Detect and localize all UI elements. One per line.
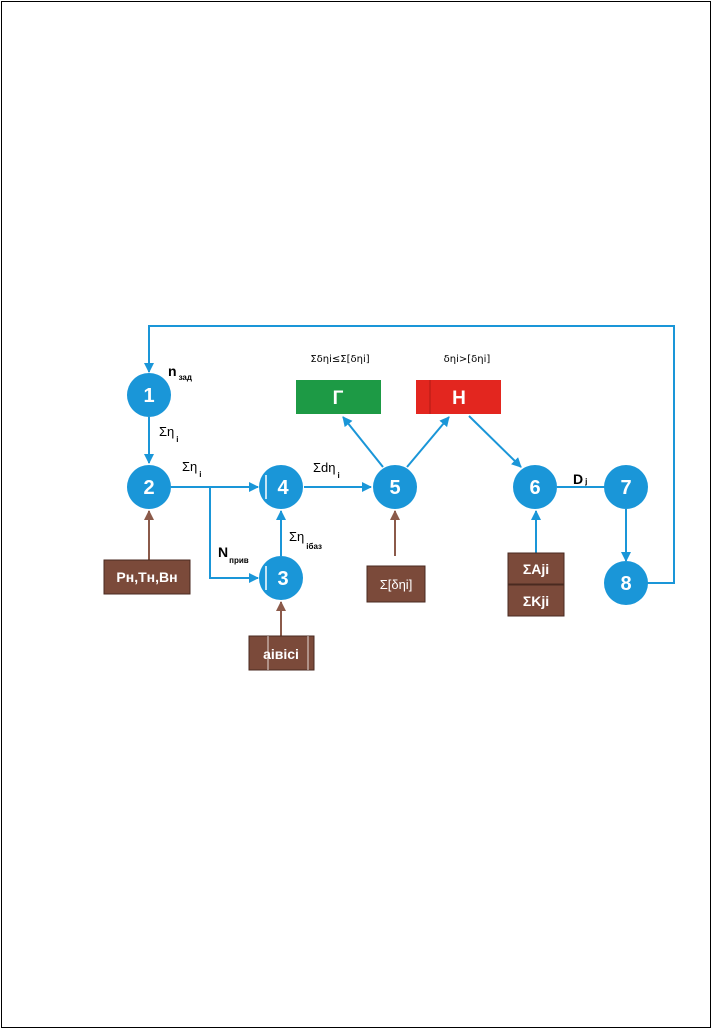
label-sum-d-eta: Σdηi [313,460,340,480]
input-box-node2: Рн,Тн,Вн [103,559,191,595]
node-3: 3 [259,556,303,600]
output-good-box: Г [296,380,381,414]
label-sum-eta-2: Σηi [182,459,202,479]
edge-2-to-3 [209,487,259,583]
input-box-node5: Σ[δηi] [366,565,426,603]
svg-text:1: 1 [143,385,154,407]
node-5: 5 [373,465,417,509]
svg-text:ΣAji: ΣAji [523,561,549,577]
node-8: 8 [604,561,648,605]
svg-text:5: 5 [389,477,400,499]
input-box-node6: ΣAji ΣKji [507,552,565,617]
svg-text:7: 7 [620,477,631,499]
svg-text:ΣKji: ΣKji [523,593,549,609]
node-7: 7 [604,465,648,509]
edge-bad-to-6 [468,415,522,468]
svg-text:6: 6 [529,477,540,499]
svg-text:3: 3 [277,568,288,590]
node-4: 4 [259,465,303,509]
svg-text:2: 2 [143,477,154,499]
label-n-priv: Nприв [218,544,249,565]
label-sum-eta-base: Σηiбаз [289,529,322,551]
svg-text:aiвici: aiвici [263,646,299,662]
svg-text:Г: Г [333,388,344,409]
node-1: 1 [127,373,171,417]
edge-5-to-good [342,416,384,468]
edge-5-to-bad [406,416,450,468]
svg-text:Рн,Тн,Вн: Рн,Тн,Вн [116,569,177,585]
edge-8-to-1 [144,325,675,584]
node-2: 2 [127,465,171,509]
output-bad-box: Н [416,380,501,414]
node-6: 6 [513,465,557,509]
input-box-node3: aiвici [248,635,315,671]
output-bad-condition: δηi>[δηi] [444,354,491,365]
svg-text:Н: Н [452,388,466,409]
svg-text:8: 8 [620,573,631,595]
svg-text:Σ[δηi]: Σ[δηi] [380,577,413,592]
svg-text:4: 4 [277,477,289,499]
output-good-condition: Σδηi≤Σ[δηi] [310,354,369,365]
label-sum-eta-1: Σηi [159,424,179,444]
